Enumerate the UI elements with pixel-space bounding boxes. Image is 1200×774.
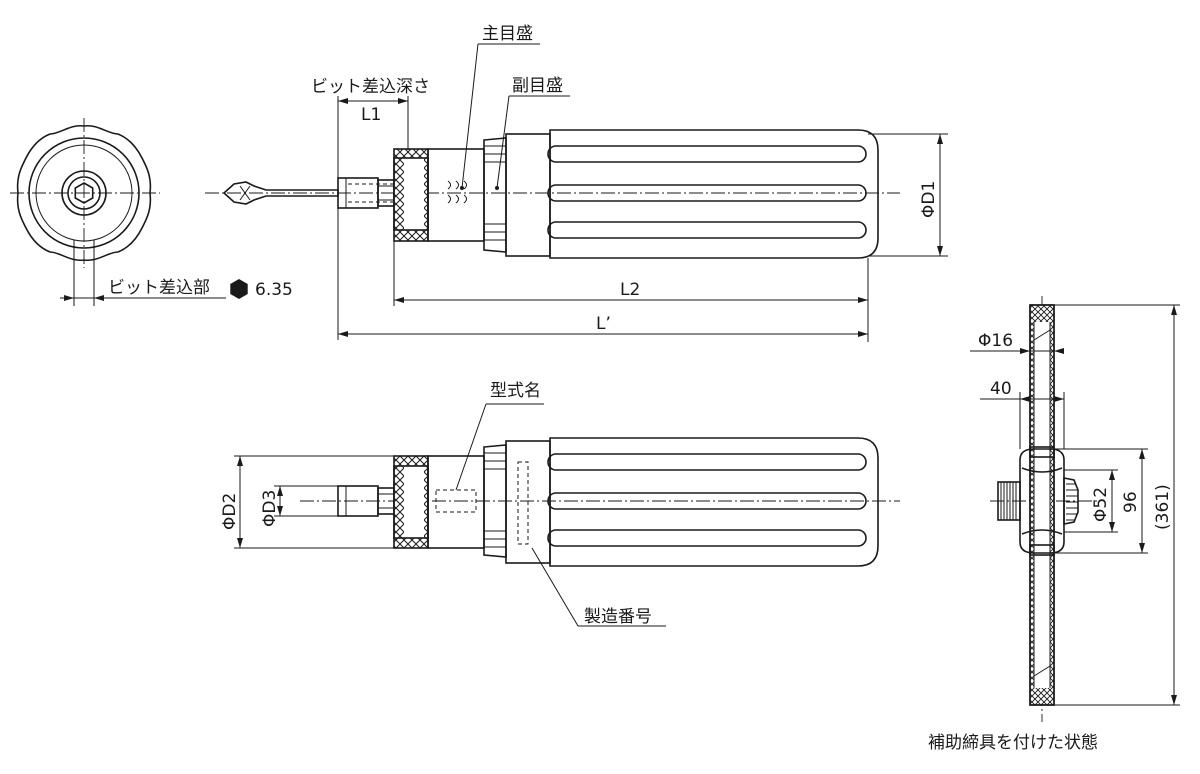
l1-label: L1 xyxy=(361,105,381,125)
hex-size-label: 6.35 xyxy=(255,280,293,300)
main-scale-label: 主目盛 xyxy=(482,24,533,44)
d1-label: ΦD1 xyxy=(919,181,939,218)
serial-number-label: 製造番号 xyxy=(584,607,652,627)
dim96-label: 96 xyxy=(1121,491,1141,513)
sub-scale-label: 副目盛 xyxy=(512,76,563,96)
caption-label: 補助締具を付けた状態 xyxy=(928,733,1098,753)
l2-label: L2 xyxy=(620,280,640,300)
phi52-label: Φ52 xyxy=(1091,487,1111,522)
end-view: ビット差込部 6.35 xyxy=(10,118,293,306)
d3-label: ΦD3 xyxy=(260,490,280,527)
model-name-label: 型式名 xyxy=(490,381,541,401)
d2-label: ΦD2 xyxy=(220,493,240,530)
t-handle-view: Φ16 40 Φ52 96 (361) 補助締具を付けた状態 xyxy=(928,296,1180,753)
hex-icon xyxy=(230,279,248,299)
dim361-label: (361) xyxy=(1153,484,1173,530)
handle-grooves xyxy=(547,145,867,239)
dim40-label: 40 xyxy=(990,379,1012,399)
l-prime-label: L’ xyxy=(596,314,611,334)
side-view-bottom: 型式名 製造番号 ΦD2 ΦD3 xyxy=(220,381,900,627)
side-view-top: ビット差込深さ L1 主目盛 副目盛 ΦD1 L2 L’ xyxy=(205,24,948,342)
bit-socket-label: ビット差込部 xyxy=(108,278,210,298)
bit-insert-depth-label: ビット差込深さ xyxy=(311,77,430,97)
phi16-label: Φ16 xyxy=(978,331,1013,351)
